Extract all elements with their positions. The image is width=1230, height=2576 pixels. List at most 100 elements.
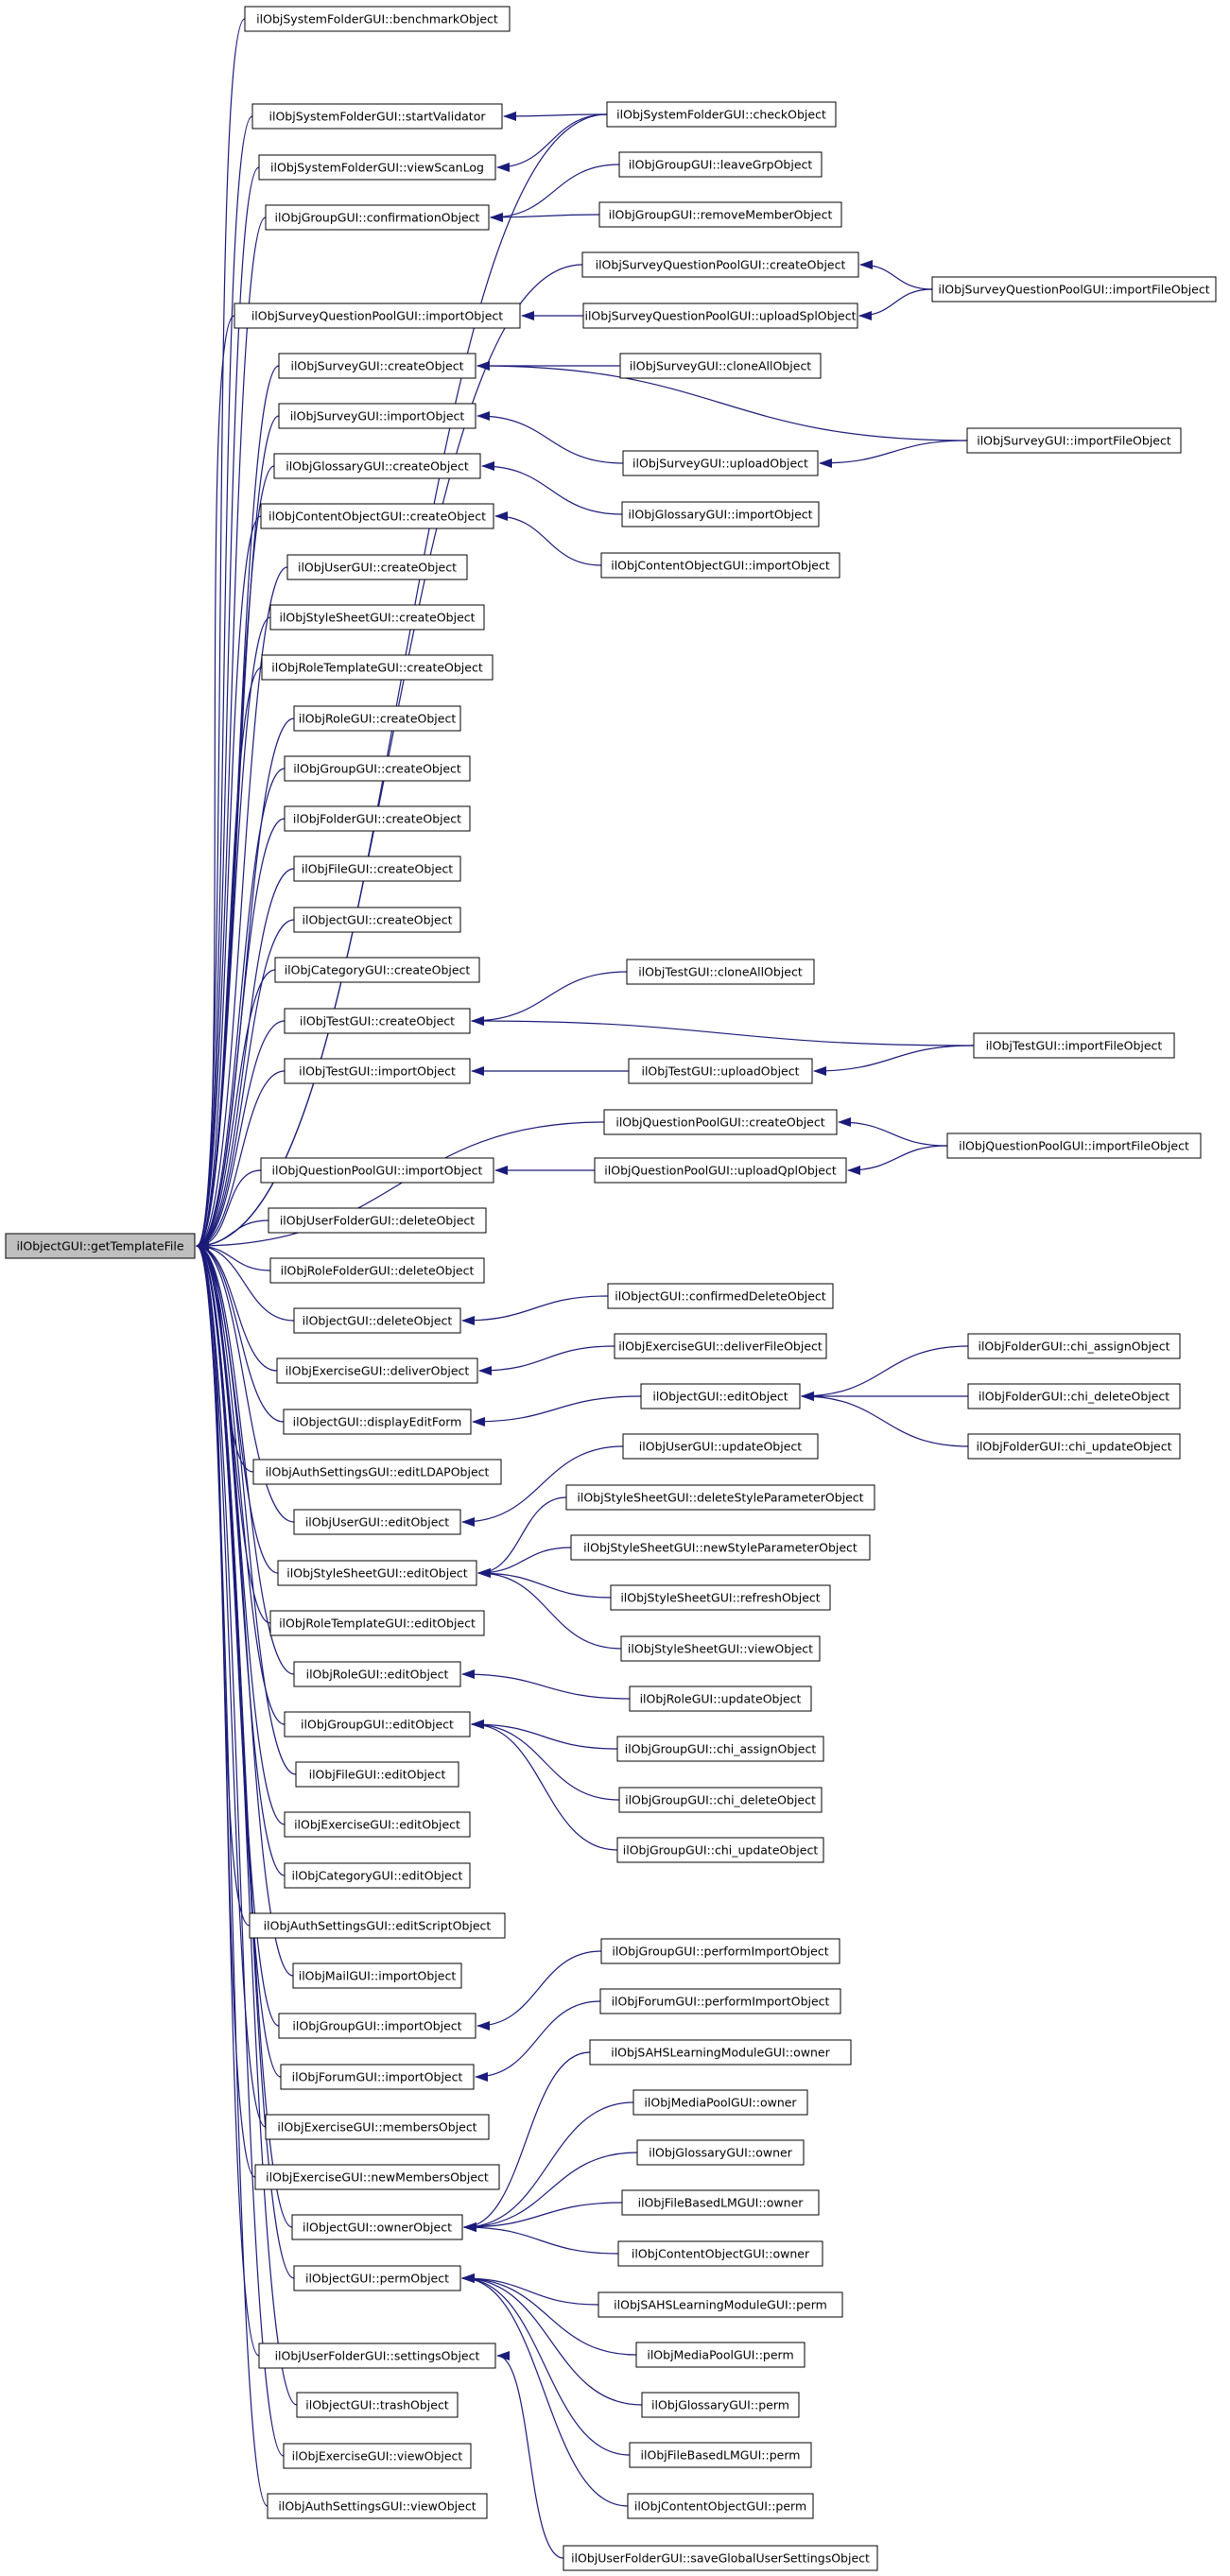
graph-node[interactable]: ilObjMediaPoolGUI::perm [635, 2342, 806, 2368]
graph-node[interactable]: ilObjectGUI::trashObject [296, 2392, 459, 2418]
node-box [966, 427, 1182, 454]
graph-node[interactable]: ilObjUserGUI::createObject [286, 554, 468, 580]
graph-node[interactable]: ilObjGroupGUI::confirmationObject [265, 204, 490, 231]
graph-node[interactable]: ilObjStyleSheetGUI::refreshObject [610, 1584, 831, 1611]
graph-node[interactable]: ilObjExerciseGUI::deliverFileObject [614, 1333, 827, 1359]
graph-node[interactable]: ilObjExerciseGUI::membersObject [265, 2114, 490, 2140]
graph-node[interactable]: ilObjFileGUI::createObject [293, 856, 461, 882]
graph-node[interactable]: ilObjFolderGUI::chi_assignObject [967, 1333, 1181, 1359]
graph-node[interactable]: ilObjGroupGUI::removeMemberObject [598, 201, 842, 228]
graph-node[interactable]: ilObjFolderGUI::chi_updateObject [967, 1433, 1181, 1460]
graph-node[interactable]: ilObjMailGUI::importObject [292, 1962, 462, 1989]
graph-node[interactable]: ilObjQuestionPoolGUI::importObject [260, 1157, 494, 1184]
graph-node[interactable]: ilObjectGUI::permObject [293, 2265, 461, 2291]
graph-node[interactable]: ilObjContentObjectGUI::owner [617, 2240, 823, 2267]
graph-node[interactable]: ilObjAuthSettingsGUI::editLDAPObject [252, 1459, 502, 1485]
graph-node[interactable]: ilObjGroupGUI::createObject [284, 755, 471, 782]
graph-node[interactable]: ilObjSurveyGUI::uploadObject [622, 450, 819, 476]
graph-node[interactable]: ilObjectGUI::confirmedDeleteObject [607, 1283, 834, 1309]
graph-node[interactable]: ilObjFolderGUI::chi_deleteObject [967, 1383, 1181, 1409]
graph-node[interactable]: ilObjUserGUI::editObject [293, 1509, 461, 1535]
graph-node[interactable]: ilObjectGUI::createObject [293, 907, 461, 933]
graph-node[interactable]: ilObjGlossaryGUI::createObject [273, 453, 481, 479]
graph-node[interactable]: ilObjSurveyGUI::createObject [278, 353, 476, 379]
graph-node[interactable]: ilObjQuestionPoolGUI::importFileObject [946, 1132, 1202, 1159]
graph-node[interactable]: ilObjMediaPoolGUI::owner [632, 2089, 808, 2116]
graph-node[interactable]: ilObjStyleSheetGUI::editObject [277, 1560, 477, 1586]
graph-node[interactable]: ilObjAuthSettingsGUI::viewObject [267, 2493, 488, 2519]
graph-node[interactable]: ilObjStyleSheetGUI::viewObject [620, 1635, 821, 1662]
graph-node[interactable]: ilObjRoleFolderGUI::deleteObject [269, 1257, 485, 1284]
node-label: ilObjFolderGUI::createObject [293, 812, 461, 826]
graph-node[interactable]: ilObjFolderGUI::createObject [284, 805, 471, 832]
graph-node[interactable]: ilObjectGUI::editObject [640, 1383, 801, 1409]
graph-node[interactable]: ilObjSAHSLearningModuleGUI::perm [598, 2291, 843, 2318]
graph-node[interactable]: ilObjForumGUI::importObject [280, 2064, 475, 2090]
graph-node[interactable]: ilObjSystemFolderGUI::benchmarkObject [244, 6, 511, 32]
graph-node[interactable]: ilObjExerciseGUI::newMembersObject [254, 2164, 500, 2190]
graph-node[interactable]: ilObjRoleTemplateGUI::createObject [261, 654, 494, 681]
graph-node[interactable]: ilObjUserFolderGUI::saveGlobalUserSettin… [563, 2545, 878, 2571]
graph-node[interactable]: ilObjCategoryGUI::editObject [284, 1862, 471, 1889]
graph-node[interactable]: ilObjFileBasedLMGUI::perm [629, 2442, 812, 2468]
graph-node[interactable]: ilObjectGUI::displayEditForm [283, 1409, 472, 1435]
graph-node[interactable]: ilObjRoleGUI::createObject [293, 705, 461, 732]
graph-node[interactable]: ilObjContentObjectGUI::createObject [260, 503, 494, 529]
graph-node[interactable]: ilObjUserGUI::updateObject [622, 1433, 819, 1460]
graph-node[interactable]: ilObjStyleSheetGUI::createObject [269, 604, 485, 631]
graph-node[interactable]: ilObjAuthSettingsGUI::editScriptObject [249, 1912, 506, 1939]
node-label: ilObjSystemFolderGUI::checkObject [616, 108, 826, 122]
graph-node[interactable]: ilObjGlossaryGUI::importObject [621, 501, 820, 527]
node-box [570, 1534, 871, 1561]
node-box [967, 1333, 1181, 1359]
graph-node[interactable]: ilObjTestGUI::importObject [284, 1058, 471, 1084]
graph-node[interactable]: ilObjContentObjectGUI::importObject [600, 552, 840, 579]
graph-node[interactable]: ilObjectGUI::ownerObject [291, 2214, 463, 2240]
graph-node[interactable]: ilObjGroupGUI::leaveGrpObject [618, 151, 823, 178]
graph-node[interactable]: ilObjExerciseGUI::viewObject [283, 2443, 472, 2469]
graph-node[interactable]: ilObjGroupGUI::performImportObject [600, 1938, 840, 1964]
edge-c33-to-n0 [196, 1241, 297, 1775]
graph-node[interactable]: ilObjRoleGUI::updateObject [629, 1686, 812, 1712]
graph-node[interactable]: ilObjGlossaryGUI::owner [636, 2139, 805, 2166]
graph-node[interactable]: ilObjSystemFolderGUI::checkObject [606, 101, 837, 128]
graph-node[interactable]: ilObjSurveyQuestionPoolGUI::importObject [234, 303, 521, 329]
graph-node[interactable]: ilObjRoleGUI::editObject [293, 1661, 461, 1687]
graph-node[interactable]: ilObjForumGUI::performImportObject [599, 1988, 841, 2014]
graph-node[interactable]: ilObjSurveyQuestionPoolGUI::uploadSplObj… [582, 303, 858, 329]
graph-node[interactable]: ilObjTestGUI::uploadObject [628, 1058, 813, 1084]
graph-node[interactable]: ilObjSurveyGUI::importFileObject [966, 427, 1182, 454]
graph-node[interactable]: ilObjGroupGUI::importObject [278, 2013, 476, 2039]
graph-node[interactable]: ilObjGroupGUI::chi_deleteObject [618, 1787, 823, 1813]
graph-node[interactable]: ilObjSystemFolderGUI::viewScanLog [258, 154, 496, 181]
node-label: ilObjContentObjectGUI::owner [632, 2247, 810, 2261]
graph-node[interactable]: ilObjUserFolderGUI::deleteObject [268, 1207, 487, 1234]
graph-node[interactable]: ilObjExerciseGUI::editObject [284, 1811, 471, 1838]
graph-node[interactable]: ilObjStyleSheetGUI::deleteStyleParameter… [565, 1484, 875, 1511]
graph-node[interactable]: ilObjSurveyQuestionPoolGUI::createObject [581, 251, 859, 278]
graph-node[interactable]: ilObjFileBasedLMGUI::owner [621, 2189, 820, 2216]
graph-node[interactable]: ilObjQuestionPoolGUI::uploadQplObject [594, 1157, 847, 1184]
graph-node[interactable]: ilObjUserFolderGUI::settingsObject [258, 2343, 496, 2369]
graph-node[interactable]: ilObjTestGUI::importFileObject [973, 1032, 1175, 1059]
graph-node[interactable]: ilObjStyleSheetGUI::newStyleParameterObj… [570, 1534, 871, 1561]
graph-node[interactable]: ilObjGlossaryGUI::perm [641, 2392, 800, 2418]
graph-node[interactable]: ilObjFileGUI::editObject [295, 1761, 459, 1788]
graph-node[interactable]: ilObjContentObjectGUI::perm [627, 2493, 814, 2519]
graph-node[interactable]: ilObjSystemFolderGUI::startValidator [251, 103, 503, 130]
graph-node[interactable]: ilObjTestGUI::cloneAllObject [626, 959, 815, 985]
graph-node[interactable]: ilObjTestGUI::createObject [284, 1008, 471, 1034]
graph-node[interactable]: ilObjGroupGUI::chi_updateObject [616, 1837, 824, 1863]
graph-node[interactable]: ilObjQuestionPoolGUI::createObject [603, 1109, 838, 1135]
graph-node[interactable]: ilObjGroupGUI::chi_assignObject [616, 1736, 824, 1762]
graph-node[interactable]: ilObjSurveyGUI::importObject [278, 403, 476, 429]
graph-node[interactable]: ilObjSurveyGUI::cloneAllObject [619, 353, 822, 379]
graph-node[interactable]: ilObjectGUI::deleteObject [293, 1307, 461, 1334]
graph-node[interactable]: ilObjCategoryGUI::createObject [274, 957, 480, 983]
graph-node[interactable]: ilObjExerciseGUI::deliverObject [276, 1357, 478, 1384]
graph-node[interactable]: ilObjRoleTemplateGUI::editObject [269, 1610, 485, 1636]
root-node[interactable]: ilObjectGUI::getTemplateFile [5, 1233, 196, 1259]
graph-node[interactable]: ilObjSAHSLearningModuleGUI::owner [589, 2039, 852, 2066]
graph-node[interactable]: ilObjSurveyQuestionPoolGUI::importFileOb… [931, 276, 1217, 303]
graph-node[interactable]: ilObjGroupGUI::editObject [284, 1711, 471, 1738]
